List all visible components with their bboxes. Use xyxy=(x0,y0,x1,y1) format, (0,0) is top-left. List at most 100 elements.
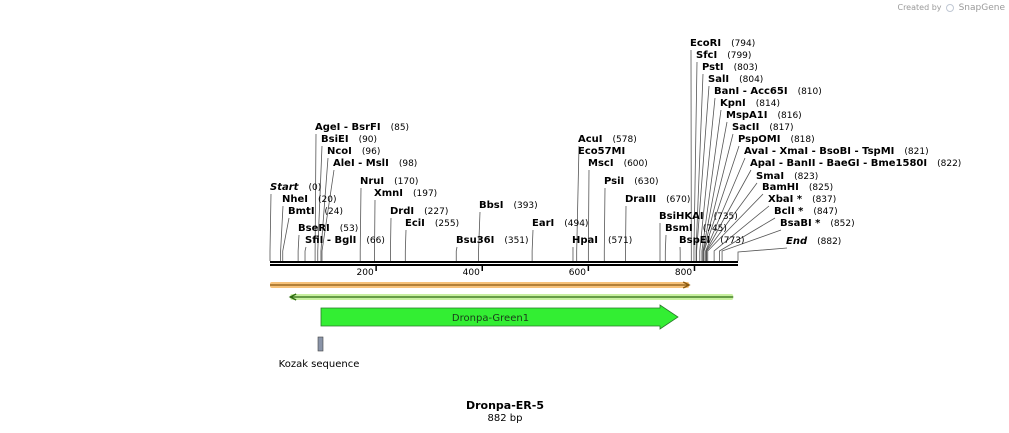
site-name: PspOMI xyxy=(738,134,780,145)
site-label: BsaBI * (852) xyxy=(780,218,855,229)
site-leader-line xyxy=(693,61,698,261)
site-label: BamHI (825) xyxy=(762,182,833,193)
backbone-top-strand xyxy=(270,261,738,263)
site-position: (170) xyxy=(394,177,418,187)
site-leader-line xyxy=(587,169,590,261)
site-leader-line xyxy=(280,205,284,261)
site-leader-line xyxy=(297,234,300,261)
site-position: (630) xyxy=(634,177,658,187)
site-name: SfiI - BglI xyxy=(305,235,356,246)
plasmid-name: Dronpa-ER-5 xyxy=(466,399,544,412)
site-position: (852) xyxy=(830,219,854,229)
strand-arrowhead xyxy=(682,281,691,289)
site-position: (814) xyxy=(756,99,780,109)
site-position: (825) xyxy=(809,183,833,193)
site-position: (822) xyxy=(937,159,961,169)
site-name: MscI xyxy=(588,158,614,169)
site-position: (823) xyxy=(794,172,818,182)
site-leader-line xyxy=(576,145,580,261)
site-position: (803) xyxy=(734,63,758,73)
site-position: (816) xyxy=(777,111,801,121)
site-name: ApaI - BanII - BaeGI - Bme1580I xyxy=(750,158,927,169)
ruler-tick-label: 800 xyxy=(675,268,692,278)
site-label: NruI (170) xyxy=(360,176,418,187)
site-leader-line xyxy=(282,217,290,261)
site-leader-line xyxy=(531,229,534,261)
site-label: PspOMI (818) xyxy=(738,134,815,145)
site-label: DrdI(227) xyxy=(390,206,448,217)
site-name: NheI xyxy=(282,194,308,205)
site-label: BsiHKAI(735) xyxy=(659,211,738,222)
site-name: EcoRI xyxy=(690,38,721,49)
site-position: (837) xyxy=(812,195,836,205)
site-name: EciI xyxy=(405,218,425,229)
site-label: ApaI - BanII - BaeGI - Bme1580I (822) xyxy=(750,158,961,169)
site-label: MscI(600) xyxy=(588,158,648,169)
snapgene-watermark: Created by SnapGene xyxy=(897,3,1005,13)
site-position: (578) xyxy=(613,135,637,145)
site-name: SfcI xyxy=(696,50,717,61)
site-position: (794) xyxy=(731,39,755,49)
site-name: BanI - Acc65I xyxy=(714,86,788,97)
site-leader-line xyxy=(478,211,481,261)
site-name: BbsI xyxy=(479,200,503,211)
site-leader-line xyxy=(703,133,734,261)
site-leader-line xyxy=(702,121,728,261)
site-position: (821) xyxy=(904,147,928,157)
site-leader-line xyxy=(404,229,407,261)
site-label: EarI(494) xyxy=(532,218,588,229)
site-position: (20) xyxy=(318,195,336,205)
backbone-bottom-strand xyxy=(270,264,738,266)
site-name: Start xyxy=(270,182,300,193)
site-leader-line xyxy=(703,145,740,261)
site-label: PsiI(630) xyxy=(604,176,658,187)
site-position: (96) xyxy=(362,147,380,157)
site-leader-line xyxy=(705,157,746,261)
site-name: BsaBI * xyxy=(780,218,821,229)
site-name: End xyxy=(786,236,808,247)
site-leader-line xyxy=(304,246,307,261)
site-label: XmnI(197) xyxy=(374,188,437,199)
site-name: BamHI xyxy=(762,182,799,193)
site-name: NruI xyxy=(360,176,384,187)
site-label: BspEI(773) xyxy=(679,235,745,246)
site-name: KpnI xyxy=(720,98,746,109)
site-leader-line xyxy=(721,229,782,261)
site-name: EarI xyxy=(532,218,554,229)
kozak-label: Kozak sequence xyxy=(279,359,360,370)
site-label: NcoI(96) xyxy=(327,146,380,157)
site-position: (53) xyxy=(340,224,358,234)
site-position: (817) xyxy=(769,123,793,133)
site-position: (24) xyxy=(325,207,343,217)
site-position: (197) xyxy=(413,189,437,199)
site-leader-line xyxy=(390,217,392,261)
plasmid-length: 882 bp xyxy=(488,413,523,424)
site-label: Bsu36I(351) xyxy=(456,235,529,246)
site-label: BbsI (393) xyxy=(479,200,538,211)
site-position: (818) xyxy=(790,135,814,145)
site-name: BmtI xyxy=(288,206,315,217)
site-name: AgeI - BsrFI xyxy=(315,122,381,133)
site-position: (255) xyxy=(435,219,459,229)
site-name: BsiHKAI xyxy=(659,211,704,222)
site-label: SfcI(799) xyxy=(696,50,751,61)
site-name: PstI xyxy=(702,62,724,73)
site-leader-line xyxy=(317,145,323,261)
site-position: (882) xyxy=(817,237,841,247)
site-leader-line xyxy=(706,182,758,261)
site-name: Bsu36I xyxy=(456,235,494,246)
ruler-tick-label: 200 xyxy=(357,268,374,278)
site-label: EcoRI (794) xyxy=(690,38,755,49)
site-position: (571) xyxy=(608,236,632,246)
site-label: SacII(817) xyxy=(732,122,794,133)
site-name: AcuI xyxy=(578,134,603,145)
site-leader-line xyxy=(269,193,272,261)
site-position: (773) xyxy=(720,236,744,246)
site-label: KpnI (814) xyxy=(720,98,780,109)
site-leader-line xyxy=(695,73,704,261)
site-label: BsmI(745) xyxy=(665,223,727,234)
site-label: AleI - MslI(98) xyxy=(333,158,417,169)
site-name: SalI xyxy=(708,74,729,85)
site-position: (393) xyxy=(513,201,537,211)
